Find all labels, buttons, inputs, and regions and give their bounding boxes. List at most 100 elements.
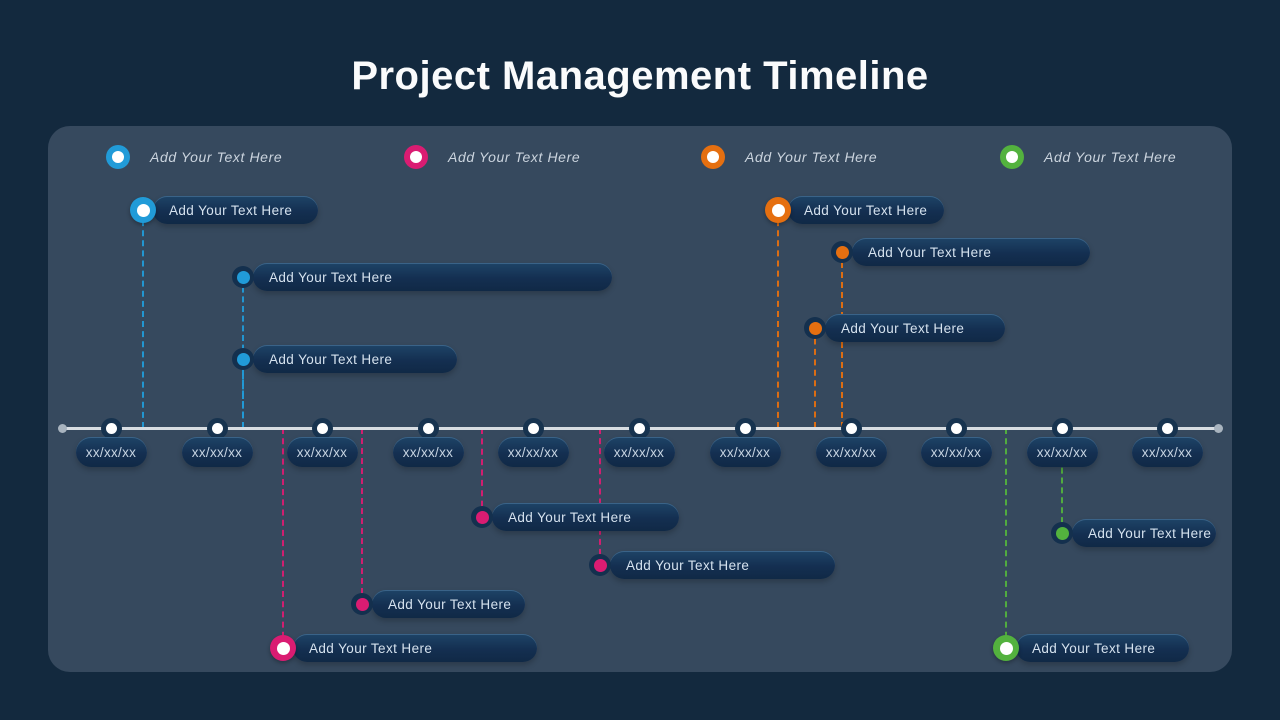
timeline-point-center: [316, 422, 328, 434]
event-pill-label: Add Your Text Here: [841, 320, 965, 336]
connector-line: [1005, 428, 1007, 648]
event-dot-green-main: [993, 635, 1019, 661]
event-pill-label: Add Your Text Here: [804, 202, 928, 218]
timeline-point-dot: [1051, 417, 1073, 439]
connector-line: [361, 428, 363, 604]
event-pill-green[interactable]: Add Your Text Here: [1072, 519, 1216, 547]
page-title: Project Management Timeline: [351, 54, 929, 98]
event-pill-pink[interactable]: Add Your Text Here: [372, 590, 525, 618]
event-pill-green[interactable]: Add Your Text Here: [1016, 634, 1189, 662]
event-dot-pink-main: [270, 635, 296, 661]
timeline-point-dot: [1156, 417, 1178, 439]
event-pill-label: Add Your Text Here: [309, 640, 433, 656]
event-pill-pink[interactable]: Add Your Text Here: [610, 551, 835, 579]
event-pill-blue[interactable]: Add Your Text Here: [253, 345, 457, 373]
timeline-point-center: [633, 422, 645, 434]
event-dot-center: [835, 245, 849, 259]
timeline-point-dot: [206, 417, 228, 439]
event-dot-blue: [232, 348, 254, 370]
date-pill[interactable]: xx/xx/xx: [497, 437, 569, 467]
legend-dot-center: [410, 151, 422, 163]
legend-label: Add Your Text Here: [448, 149, 581, 165]
timeline-end-cap: [1213, 423, 1223, 433]
date-pill[interactable]: xx/xx/xx: [286, 437, 358, 467]
event-pill-orange[interactable]: Add Your Text Here: [852, 238, 1090, 266]
date-pill[interactable]: xx/xx/xx: [1131, 437, 1203, 467]
timeline-point-center: [739, 422, 751, 434]
date-pill[interactable]: xx/xx/xx: [920, 437, 992, 467]
legend-pink-dot-icon: [404, 145, 428, 169]
event-dot-orange: [804, 317, 826, 339]
timeline-point-center: [105, 422, 117, 434]
date-pill[interactable]: xx/xx/xx: [392, 437, 464, 467]
event-pill-orange[interactable]: Add Your Text Here: [788, 196, 944, 224]
date-pill[interactable]: xx/xx/xx: [1026, 437, 1098, 467]
timeline-start-cap: [57, 423, 67, 433]
event-pill-pink[interactable]: Add Your Text Here: [293, 634, 537, 662]
legend-dot-center: [1006, 151, 1018, 163]
event-dot-center: [475, 510, 489, 524]
event-dot-center: [136, 203, 150, 217]
legend-label: Add Your Text Here: [1044, 149, 1177, 165]
timeline-point-center: [211, 422, 223, 434]
event-pill-blue[interactable]: Add Your Text Here: [153, 196, 318, 224]
event-dot-center: [1055, 526, 1069, 540]
timeline-point-center: [950, 422, 962, 434]
event-dot-center: [808, 321, 822, 335]
timeline-point-center: [527, 422, 539, 434]
date-pill[interactable]: xx/xx/xx: [815, 437, 887, 467]
connector-line: [599, 428, 601, 565]
legend-item-pink[interactable]: Add Your Text Here: [404, 145, 580, 169]
connector-line: [1061, 428, 1063, 533]
event-dot-center: [999, 641, 1013, 655]
event-dot-pink: [589, 554, 611, 576]
event-dot-center: [593, 558, 607, 572]
event-pill-label: Add Your Text Here: [269, 269, 393, 285]
legend-dot-center: [112, 151, 124, 163]
legend-label: Add Your Text Here: [150, 149, 283, 165]
legend-item-blue[interactable]: Add Your Text Here: [106, 145, 282, 169]
connector-line: [777, 210, 779, 428]
event-dot-center: [355, 597, 369, 611]
connector-line: [481, 428, 483, 517]
timeline-point-center: [1161, 422, 1173, 434]
event-pill-label: Add Your Text Here: [626, 557, 750, 573]
event-dot-center: [771, 203, 785, 217]
legend-item-orange[interactable]: Add Your Text Here: [701, 145, 877, 169]
event-pill-label: Add Your Text Here: [169, 202, 293, 218]
event-pill-pink[interactable]: Add Your Text Here: [492, 503, 679, 531]
timeline-point-dot: [311, 417, 333, 439]
timeline-point-center: [422, 422, 434, 434]
event-pill-orange[interactable]: Add Your Text Here: [825, 314, 1005, 342]
event-pill-label: Add Your Text Here: [508, 509, 632, 525]
event-dot-blue: [232, 266, 254, 288]
timeline-point-dot: [417, 417, 439, 439]
legend-label: Add Your Text Here: [745, 149, 878, 165]
event-pill-label: Add Your Text Here: [1032, 640, 1156, 656]
timeline-point-center: [845, 422, 857, 434]
date-pill[interactable]: xx/xx/xx: [603, 437, 675, 467]
event-pill-label: Add Your Text Here: [1088, 525, 1212, 541]
event-dot-pink: [471, 506, 493, 528]
event-dot-center: [236, 270, 250, 284]
connector-line: [142, 210, 144, 428]
date-pill[interactable]: xx/xx/xx: [181, 437, 253, 467]
legend-orange-dot-icon: [701, 145, 725, 169]
legend-item-green[interactable]: Add Your Text Here: [1000, 145, 1176, 169]
event-dot-orange-main: [765, 197, 791, 223]
legend-dot-center: [707, 151, 719, 163]
date-pill[interactable]: xx/xx/xx: [709, 437, 781, 467]
event-pill-blue[interactable]: Add Your Text Here: [253, 263, 612, 291]
legend-green-dot-icon: [1000, 145, 1024, 169]
event-dot-green: [1051, 522, 1073, 544]
event-dot-center: [236, 352, 250, 366]
event-pill-label: Add Your Text Here: [269, 351, 393, 367]
timeline-point-dot: [522, 417, 544, 439]
date-pill[interactable]: xx/xx/xx: [75, 437, 147, 467]
timeline-point-dot: [734, 417, 756, 439]
connector-line: [282, 428, 284, 648]
timeline-point-dot: [100, 417, 122, 439]
